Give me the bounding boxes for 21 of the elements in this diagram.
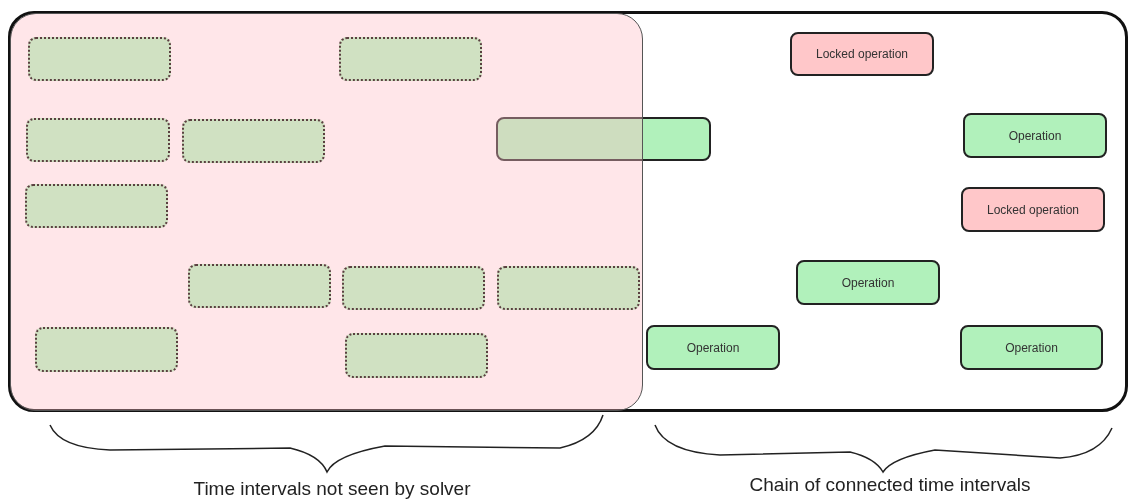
operation-box: Operation — [646, 325, 780, 370]
operation-box — [188, 264, 331, 308]
operation-box — [182, 119, 325, 163]
operation-box: Operation — [796, 260, 940, 305]
locked-operation-box: Locked operation — [961, 187, 1105, 232]
locked-operation-box: Locked operation — [790, 32, 934, 76]
operation-box — [28, 37, 171, 81]
operation-box — [497, 266, 640, 310]
operation-box: Operation — [963, 113, 1107, 158]
operation-box — [345, 333, 488, 378]
operation-box — [496, 117, 711, 161]
operation-box — [35, 327, 178, 372]
shaded-region — [10, 13, 643, 411]
operation-box: Operation — [960, 325, 1103, 370]
caption-text: Chain of connected time intervals — [749, 474, 1031, 496]
operation-box — [25, 184, 168, 228]
outer-frame — [8, 11, 1128, 412]
caption-text: Time intervals not seen by solver — [193, 478, 471, 500]
operation-box — [342, 266, 485, 310]
operation-box — [26, 118, 170, 162]
operation-box — [339, 37, 482, 81]
